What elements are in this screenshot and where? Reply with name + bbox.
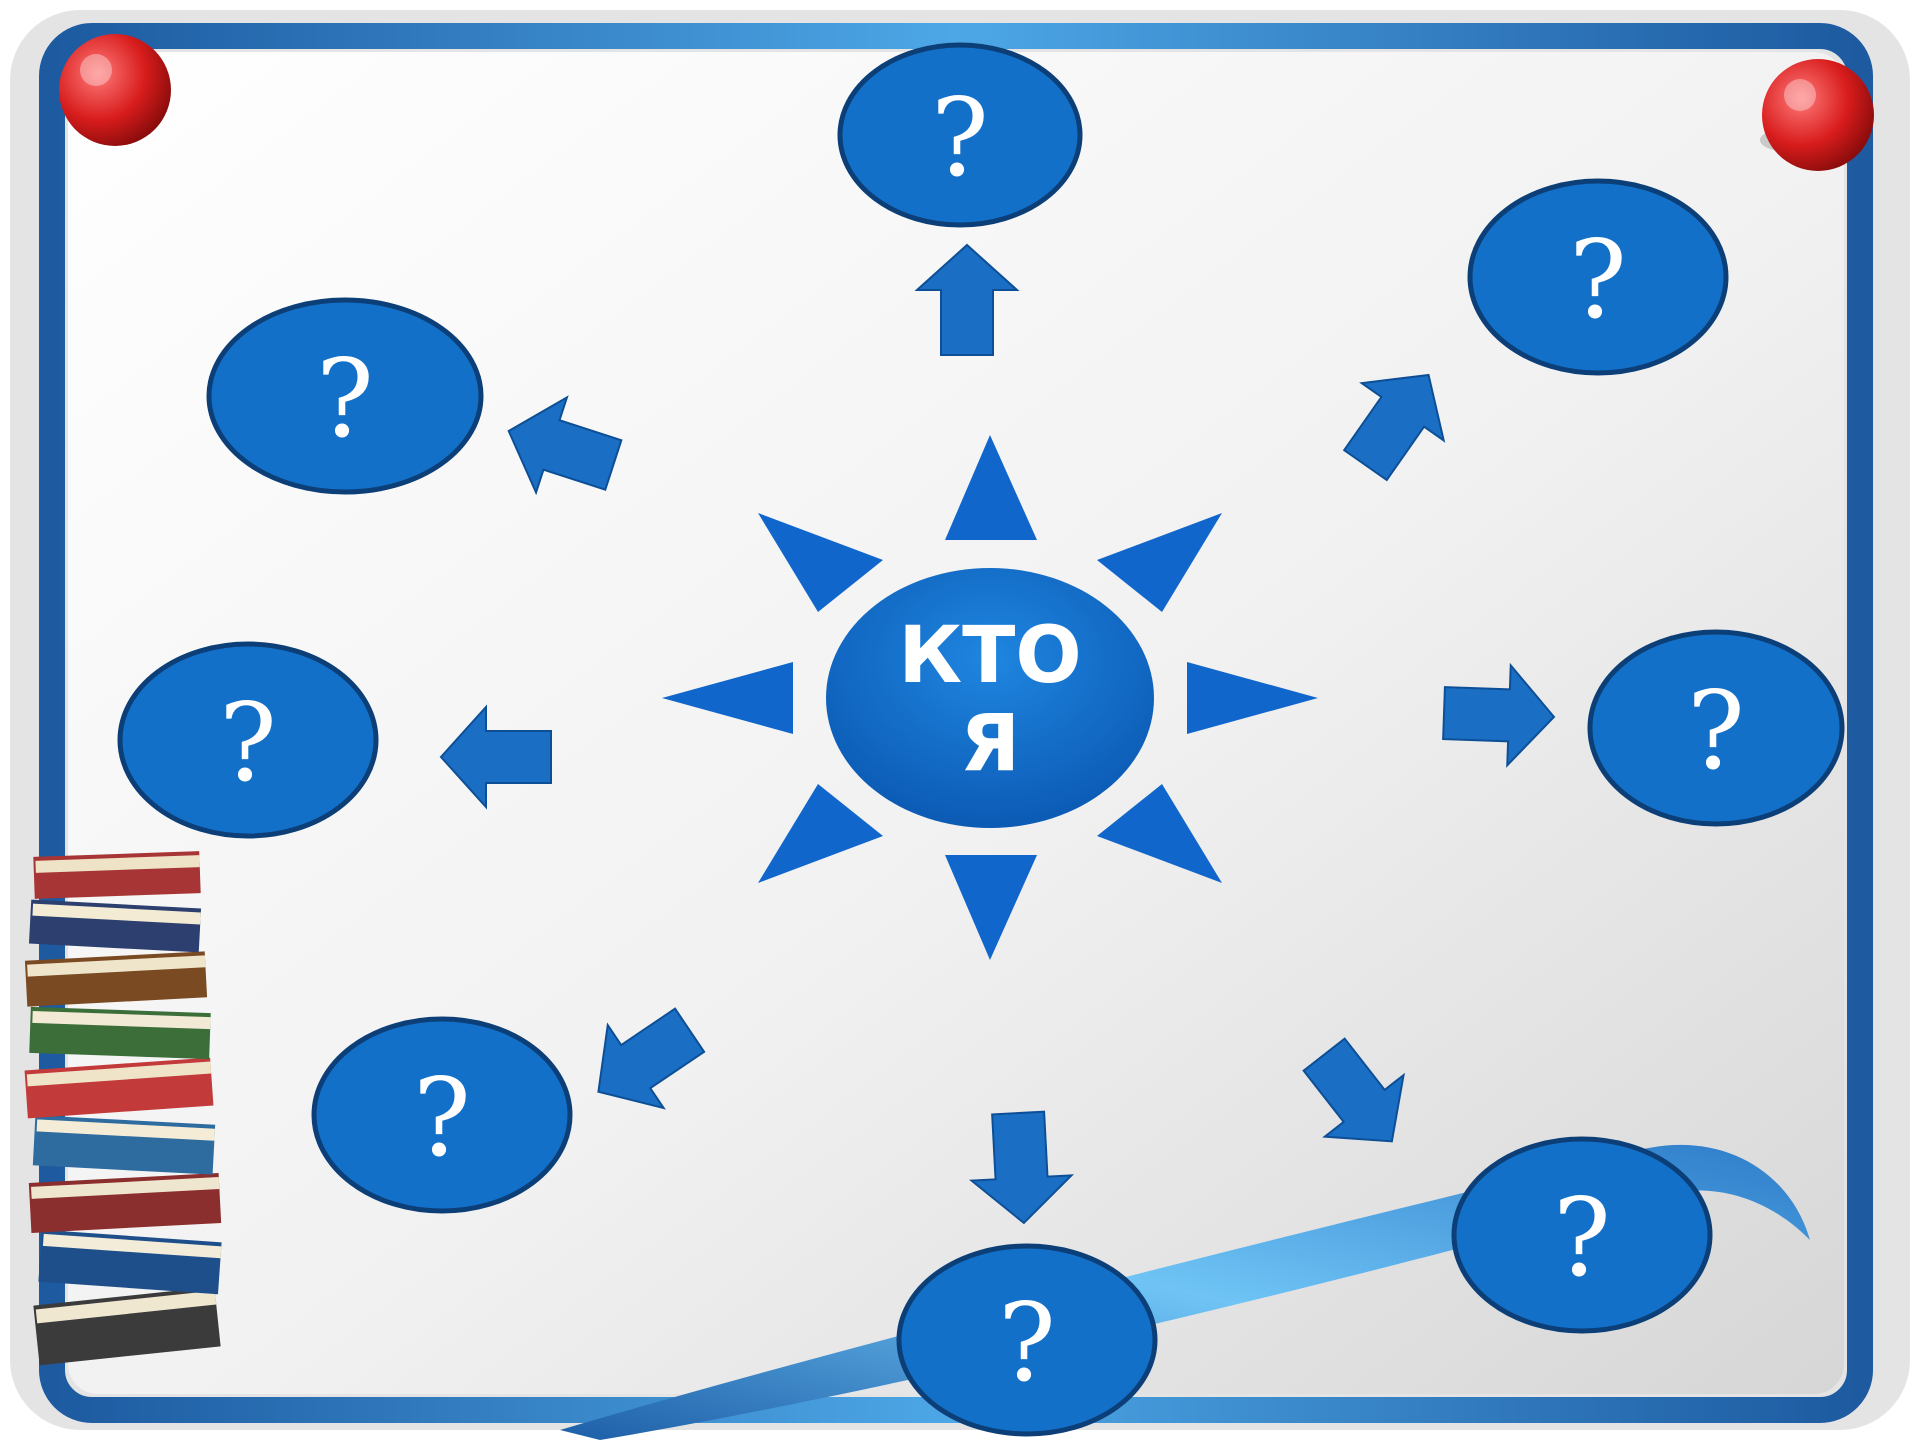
ray-left — [662, 662, 793, 734]
question-mark: ? — [1553, 1176, 1611, 1301]
question-node-left[interactable]: ? — [117, 641, 379, 839]
push-pin-icon — [1760, 59, 1874, 171]
question-node-bottom-right[interactable]: ? — [1451, 1136, 1713, 1334]
arrow-left — [439, 704, 552, 810]
ray-down — [945, 855, 1037, 960]
question-mark: ? — [219, 681, 277, 806]
center-label-line2: Я — [960, 699, 1020, 789]
center-label-line1: КТО — [898, 611, 1081, 701]
arrow-lower-left — [597, 1007, 706, 1110]
push-pin-icon — [59, 34, 171, 146]
ray-right — [1187, 662, 1318, 734]
question-mark: ? — [1569, 218, 1627, 343]
question-mark: ? — [931, 76, 989, 201]
question-node-right[interactable]: ? — [1587, 629, 1845, 827]
question-mark: ? — [316, 337, 374, 462]
question-node-lower-left[interactable]: ? — [311, 1016, 573, 1214]
sun-rays — [662, 435, 1318, 960]
ray-up — [945, 435, 1037, 540]
arrow-up — [914, 243, 1020, 356]
arrow-down — [968, 1110, 1075, 1225]
ray-upper-right — [1097, 513, 1222, 612]
question-mark: ? — [1687, 669, 1745, 794]
question-node-bottom[interactable]: ? — [896, 1243, 1158, 1437]
question-mark: ? — [413, 1056, 471, 1181]
book-stack-icon — [24, 851, 222, 1366]
ray-upper-left — [758, 513, 883, 612]
question-mark: ? — [998, 1281, 1056, 1406]
question-node-upper-left[interactable]: ? — [206, 297, 484, 495]
arrow-lower-right — [1302, 1037, 1405, 1143]
arrow-upper-left — [507, 395, 623, 496]
arrow-upper-right — [1342, 373, 1446, 482]
arrow-right — [1442, 662, 1556, 768]
question-node-top[interactable]: ? — [837, 42, 1083, 228]
ray-lower-left — [758, 784, 883, 883]
question-node-top-right[interactable]: ? — [1467, 178, 1729, 376]
ray-lower-right — [1097, 784, 1222, 883]
center-node: КТО Я — [826, 568, 1154, 828]
